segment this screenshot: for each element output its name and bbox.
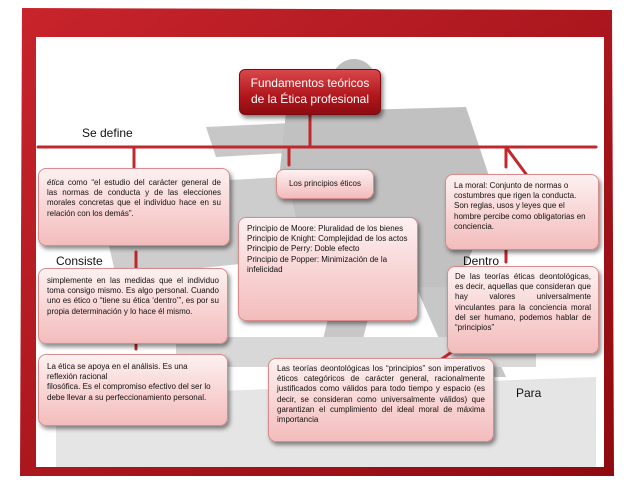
definition-term: ética bbox=[47, 178, 64, 187]
principio-moore: Principio de Moore: Pluralidad de los bi… bbox=[247, 224, 404, 233]
analisis-line-2: filosófica. Es el compromiso efectivo de… bbox=[47, 382, 211, 392]
title-text: Fundamentos teóricos de la Ética profesi… bbox=[250, 76, 370, 106]
principios-header-text: Los principios éticos bbox=[288, 178, 362, 188]
moral-box: La moral: Conjunto de normas o costumbre… bbox=[445, 174, 599, 250]
definition-text: como “el estudio del carácter general de… bbox=[47, 178, 221, 218]
dentro-text: De las teorías éticas deontológicas, es … bbox=[455, 272, 591, 333]
principios-list-box: Principio de Moore: Pluralidad de los bi… bbox=[238, 217, 418, 321]
label-dentro: Dentro bbox=[463, 254, 500, 268]
analisis-box: La ética se apoya en el análisis. Es una… bbox=[38, 354, 228, 426]
principio-knight: Principio de Knight: Complejidad de los … bbox=[247, 234, 408, 244]
definition-box: ética como “el estudio del carácter gene… bbox=[38, 168, 230, 246]
dentro-box: De las teorías éticas deontológicas, es … bbox=[447, 266, 599, 354]
consiste-box: simplemente en las medidas que el indivi… bbox=[38, 268, 228, 344]
consiste-text: simplemente en las medidas que el indivi… bbox=[47, 276, 219, 316]
principios-header-box: Los principios éticos bbox=[276, 169, 374, 199]
para-box: Las teorías deontológicas los “principio… bbox=[268, 358, 494, 442]
analisis-line-1: La ética se apoya en el análisis. Es una… bbox=[47, 362, 188, 382]
label-para: Para bbox=[516, 386, 542, 400]
moral-text: La moral: Conjunto de normas o costumbre… bbox=[454, 181, 586, 231]
principio-popper: Principio de Popper: Minimización de la … bbox=[247, 254, 388, 274]
para-text: Las teorías deontológicas los “principio… bbox=[277, 364, 485, 425]
label-consiste: Consiste bbox=[56, 254, 103, 268]
label-se-define: Se define bbox=[82, 126, 133, 140]
analisis-line-3: debe llevar a su perfeccionamiento perso… bbox=[47, 392, 207, 402]
principio-perry: Principio de Perry: Doble efecto bbox=[247, 244, 360, 254]
title-box: Fundamentos teóricos de la Ética profesi… bbox=[239, 69, 381, 115]
